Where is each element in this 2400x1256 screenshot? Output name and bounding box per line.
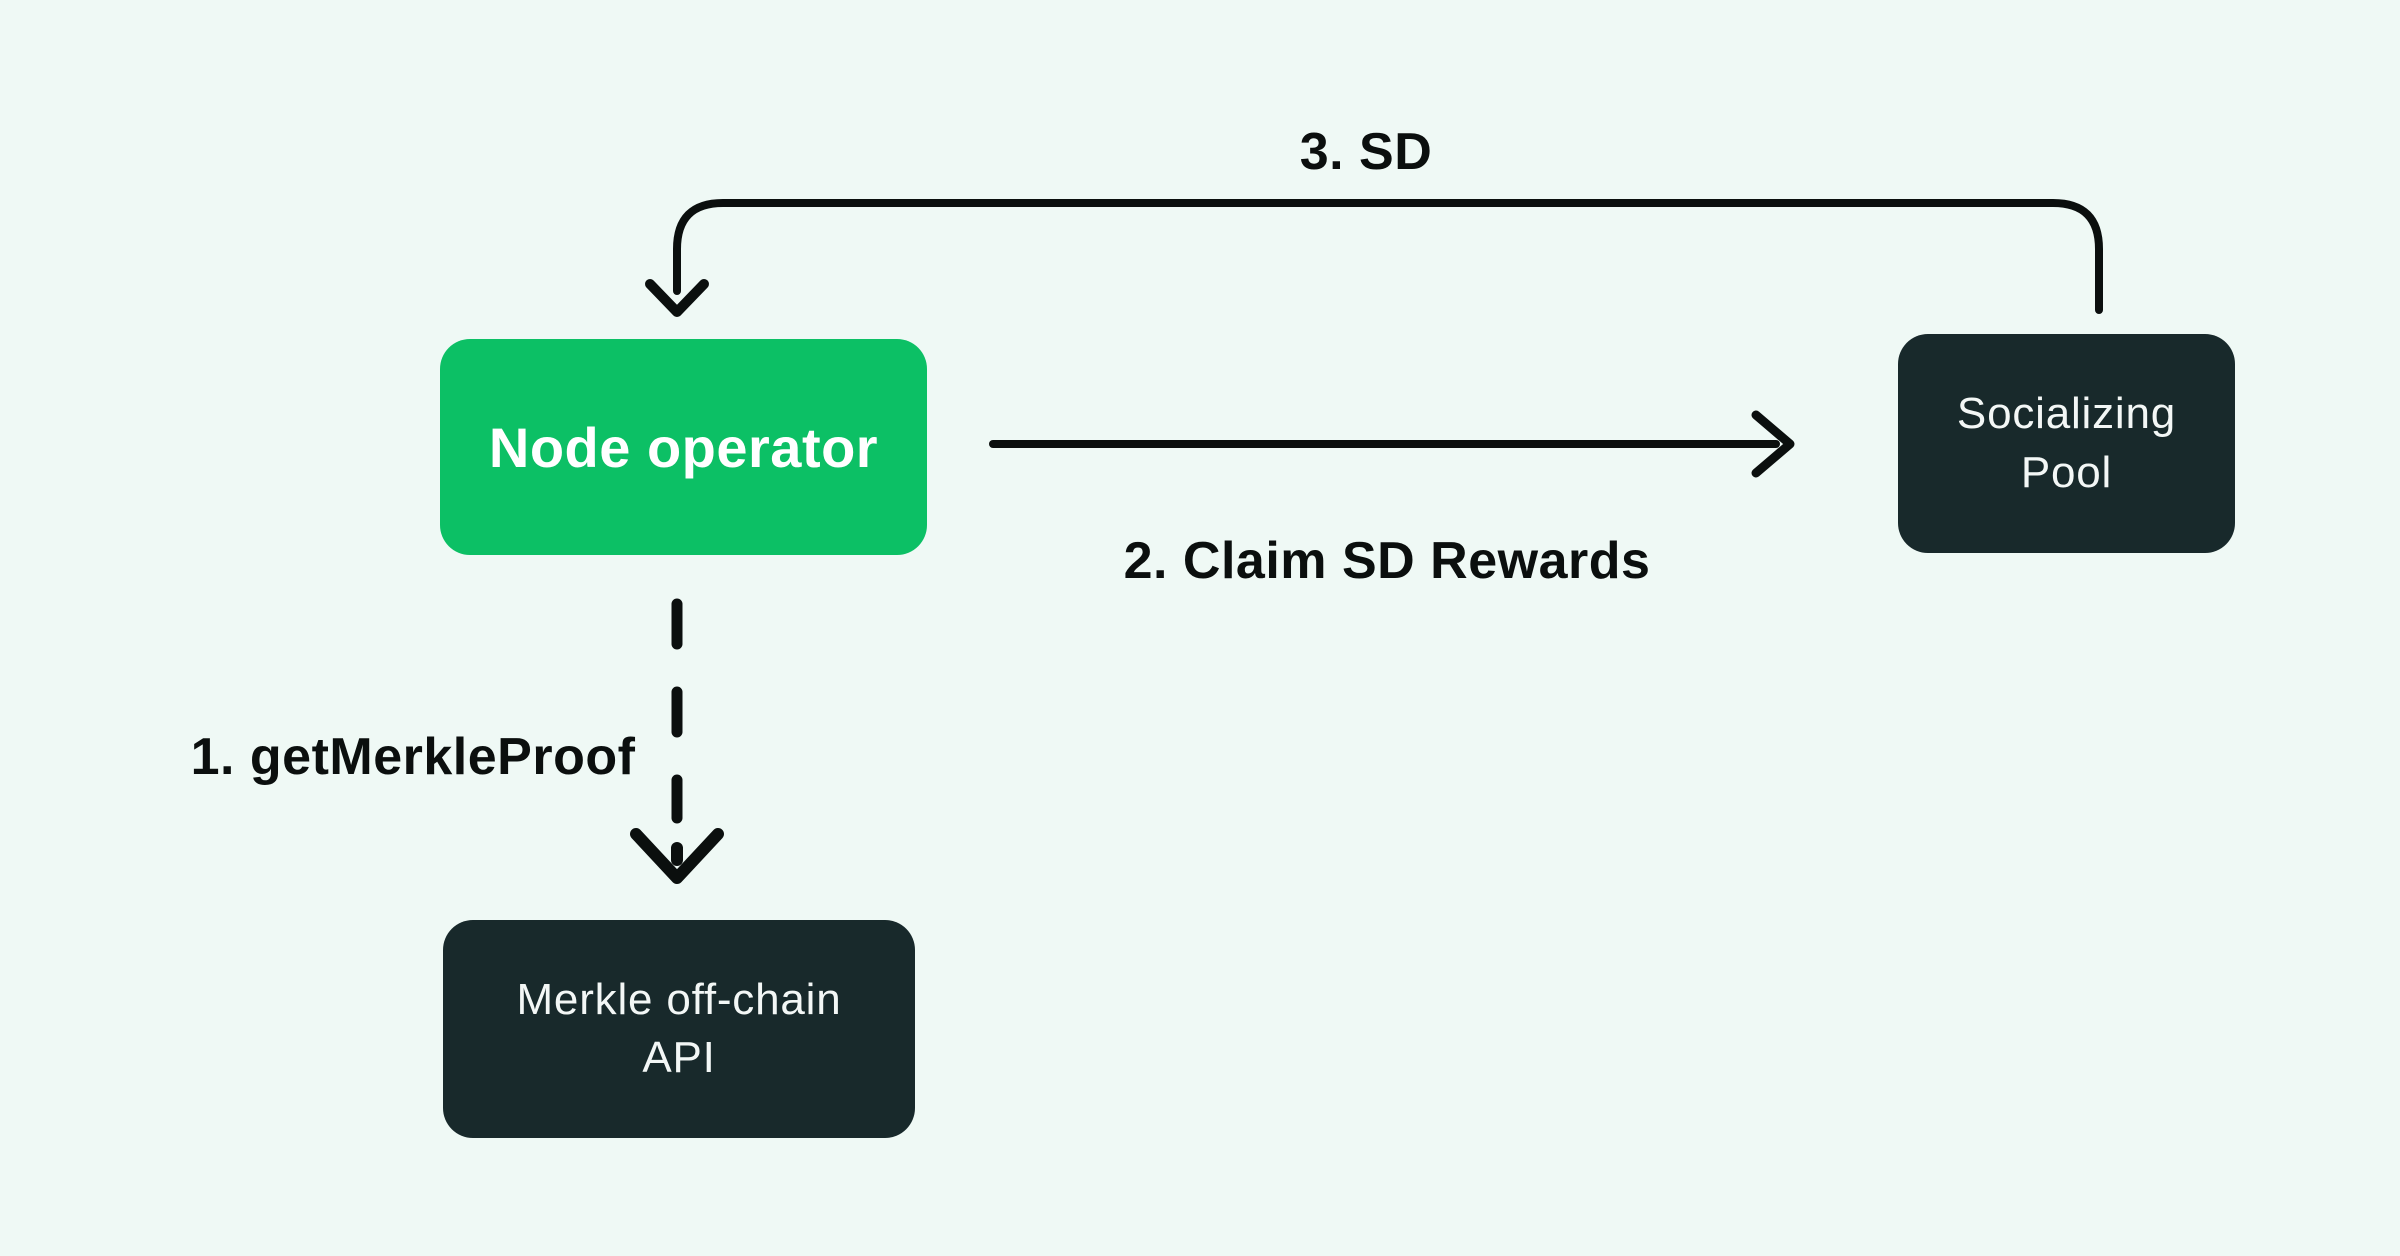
- socializing-pool-label: Socializing Pool: [1956, 389, 2177, 497]
- claim-rewards-arrowhead-icon: [1751, 410, 1795, 478]
- merkle-api-label: Merkle off-chain API: [516, 974, 842, 1082]
- node-operator-box: Node operator: [440, 339, 927, 555]
- merkle-proof-arrowhead-icon: [630, 828, 724, 884]
- claim-rewards-arrow: [989, 410, 1795, 478]
- sd-return-arrowhead-icon: [645, 279, 709, 317]
- node-operator-label: Node operator: [488, 415, 879, 479]
- merkle-proof-label: 1. getMerkleProof: [190, 728, 636, 786]
- merkle-api-box: Merkle off-chain API: [443, 920, 915, 1138]
- sd-return-label: 3. SD: [1299, 123, 1433, 181]
- claim-rewards-label: 2. Claim SD Rewards: [1123, 532, 1651, 590]
- merkle-proof-arrow: [630, 598, 724, 884]
- socializing-pool-box: Socializing Pool: [1898, 334, 2235, 553]
- sd-return-arrow-line: [673, 199, 2103, 314]
- sd-return-arrow: [645, 199, 2103, 317]
